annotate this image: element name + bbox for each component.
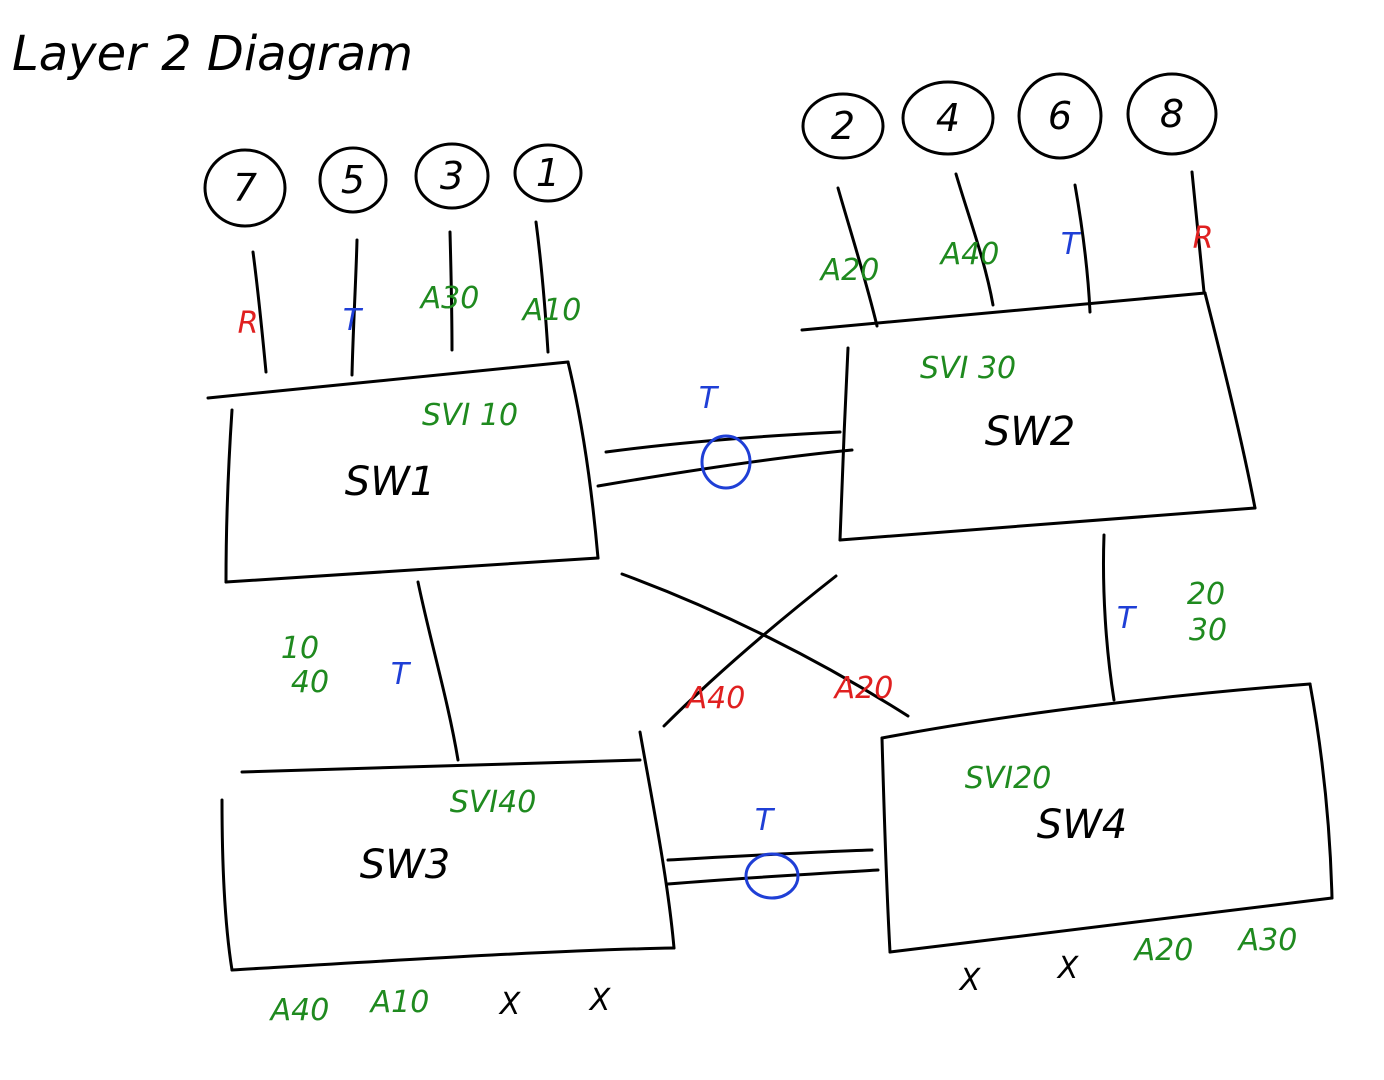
sw1-svi: SVI 10 (422, 398, 518, 433)
sw2-sw4-vlan: 20 (1187, 577, 1225, 612)
svg-text:4: 4 (936, 96, 960, 140)
link-sw3-sw4: T (666, 803, 880, 900)
link-sw2-sw3: A40 (662, 574, 838, 728)
host-circle-8: 8 (1126, 72, 1218, 156)
link-sw1-sw3: 10 40 T (281, 580, 460, 762)
sw2-port-label: T (1061, 227, 1082, 262)
switch-sw2: SVI 30 SW2 (800, 291, 1257, 542)
sw2-sw4-trunk-label: T (1117, 601, 1138, 636)
host3-link (448, 230, 454, 352)
sw4-port-label: A30 (1237, 923, 1298, 958)
host-circle-3: 3 (414, 142, 490, 210)
sw2-sw4-vlan: 30 (1189, 613, 1227, 648)
host-circle-1: 1 (513, 143, 583, 203)
switch-sw4: SVI20 SW4 (880, 682, 1334, 954)
sw1-port-label: A30 (419, 281, 480, 316)
port-channel-bundle (744, 852, 800, 900)
host-circle-7: 7 (203, 148, 287, 228)
sw1-sw3-vlan: 40 (291, 665, 329, 700)
host7-link (251, 250, 268, 374)
host8-link (1190, 170, 1206, 294)
port-channel-bundle (700, 434, 752, 490)
svg-text:5: 5 (341, 158, 365, 202)
sw1-sw2-trunk-label: T (699, 381, 720, 416)
host-circle-4: 4 (901, 80, 995, 156)
host4-link (954, 172, 995, 307)
sw4-svi: SVI20 (965, 761, 1052, 796)
host-circle-6: 6 (1017, 72, 1103, 160)
sw3-sw4-trunk-label: T (755, 803, 776, 838)
sw2-svi: SVI 30 (920, 351, 1016, 386)
sw2-sw3-access-label: A40 (685, 681, 746, 716)
svg-text:2: 2 (831, 104, 855, 148)
link-sw1-sw2: T (596, 381, 854, 490)
host-circle-2: 2 (801, 92, 885, 160)
sw1-port-label: A10 (521, 293, 582, 328)
diagram-title: Layer 2 Diagram (12, 26, 413, 82)
sw1-sw4-access-label: A20 (833, 671, 894, 706)
sw1-port-label: T (343, 303, 364, 338)
sw1-sw3-trunk-label: T (391, 657, 412, 692)
sw4-port-unused-mark: X (1056, 951, 1080, 986)
link-sw1-sw4: A20 (620, 572, 910, 718)
host6-link (1073, 183, 1092, 314)
sw3-port-label: A40 (269, 993, 330, 1028)
host1-link (534, 220, 550, 354)
sw3-svi: SVI40 (450, 785, 537, 820)
svg-text:3: 3 (440, 154, 464, 198)
sw3-port-unused-mark: X (588, 983, 612, 1018)
switch-sw1: SVI 10 SW1 (206, 360, 600, 584)
svg-text:7: 7 (233, 166, 257, 210)
sw3-port-label: A10 (369, 985, 430, 1020)
sw1-sw3-vlan: 10 (281, 631, 319, 666)
svg-text:6: 6 (1048, 94, 1072, 138)
link-sw2-sw4: T 20 30 (1101, 533, 1227, 702)
host5-link (350, 238, 359, 377)
svg-text:1: 1 (536, 151, 560, 195)
sw2-port-label: R (1193, 221, 1214, 256)
sw2-port-label: A20 (819, 253, 880, 288)
sw4-port-label: A20 (1133, 933, 1194, 968)
sw1-port-label: R (238, 306, 259, 341)
svg-text:8: 8 (1160, 92, 1184, 136)
sw4-name: SW4 (1037, 802, 1127, 848)
switch-sw3: SVI40 SW3 (220, 730, 676, 972)
host-circle-5: 5 (318, 146, 388, 214)
sw3-port-unused-mark: X (498, 987, 522, 1022)
sw4-port-unused-mark: X (958, 963, 982, 998)
sw2-name: SW2 (985, 409, 1075, 455)
sw2-port-label: A40 (939, 237, 1000, 272)
host2-link (836, 186, 879, 328)
sw3-name: SW3 (360, 842, 450, 888)
sw1-name: SW1 (345, 459, 435, 505)
